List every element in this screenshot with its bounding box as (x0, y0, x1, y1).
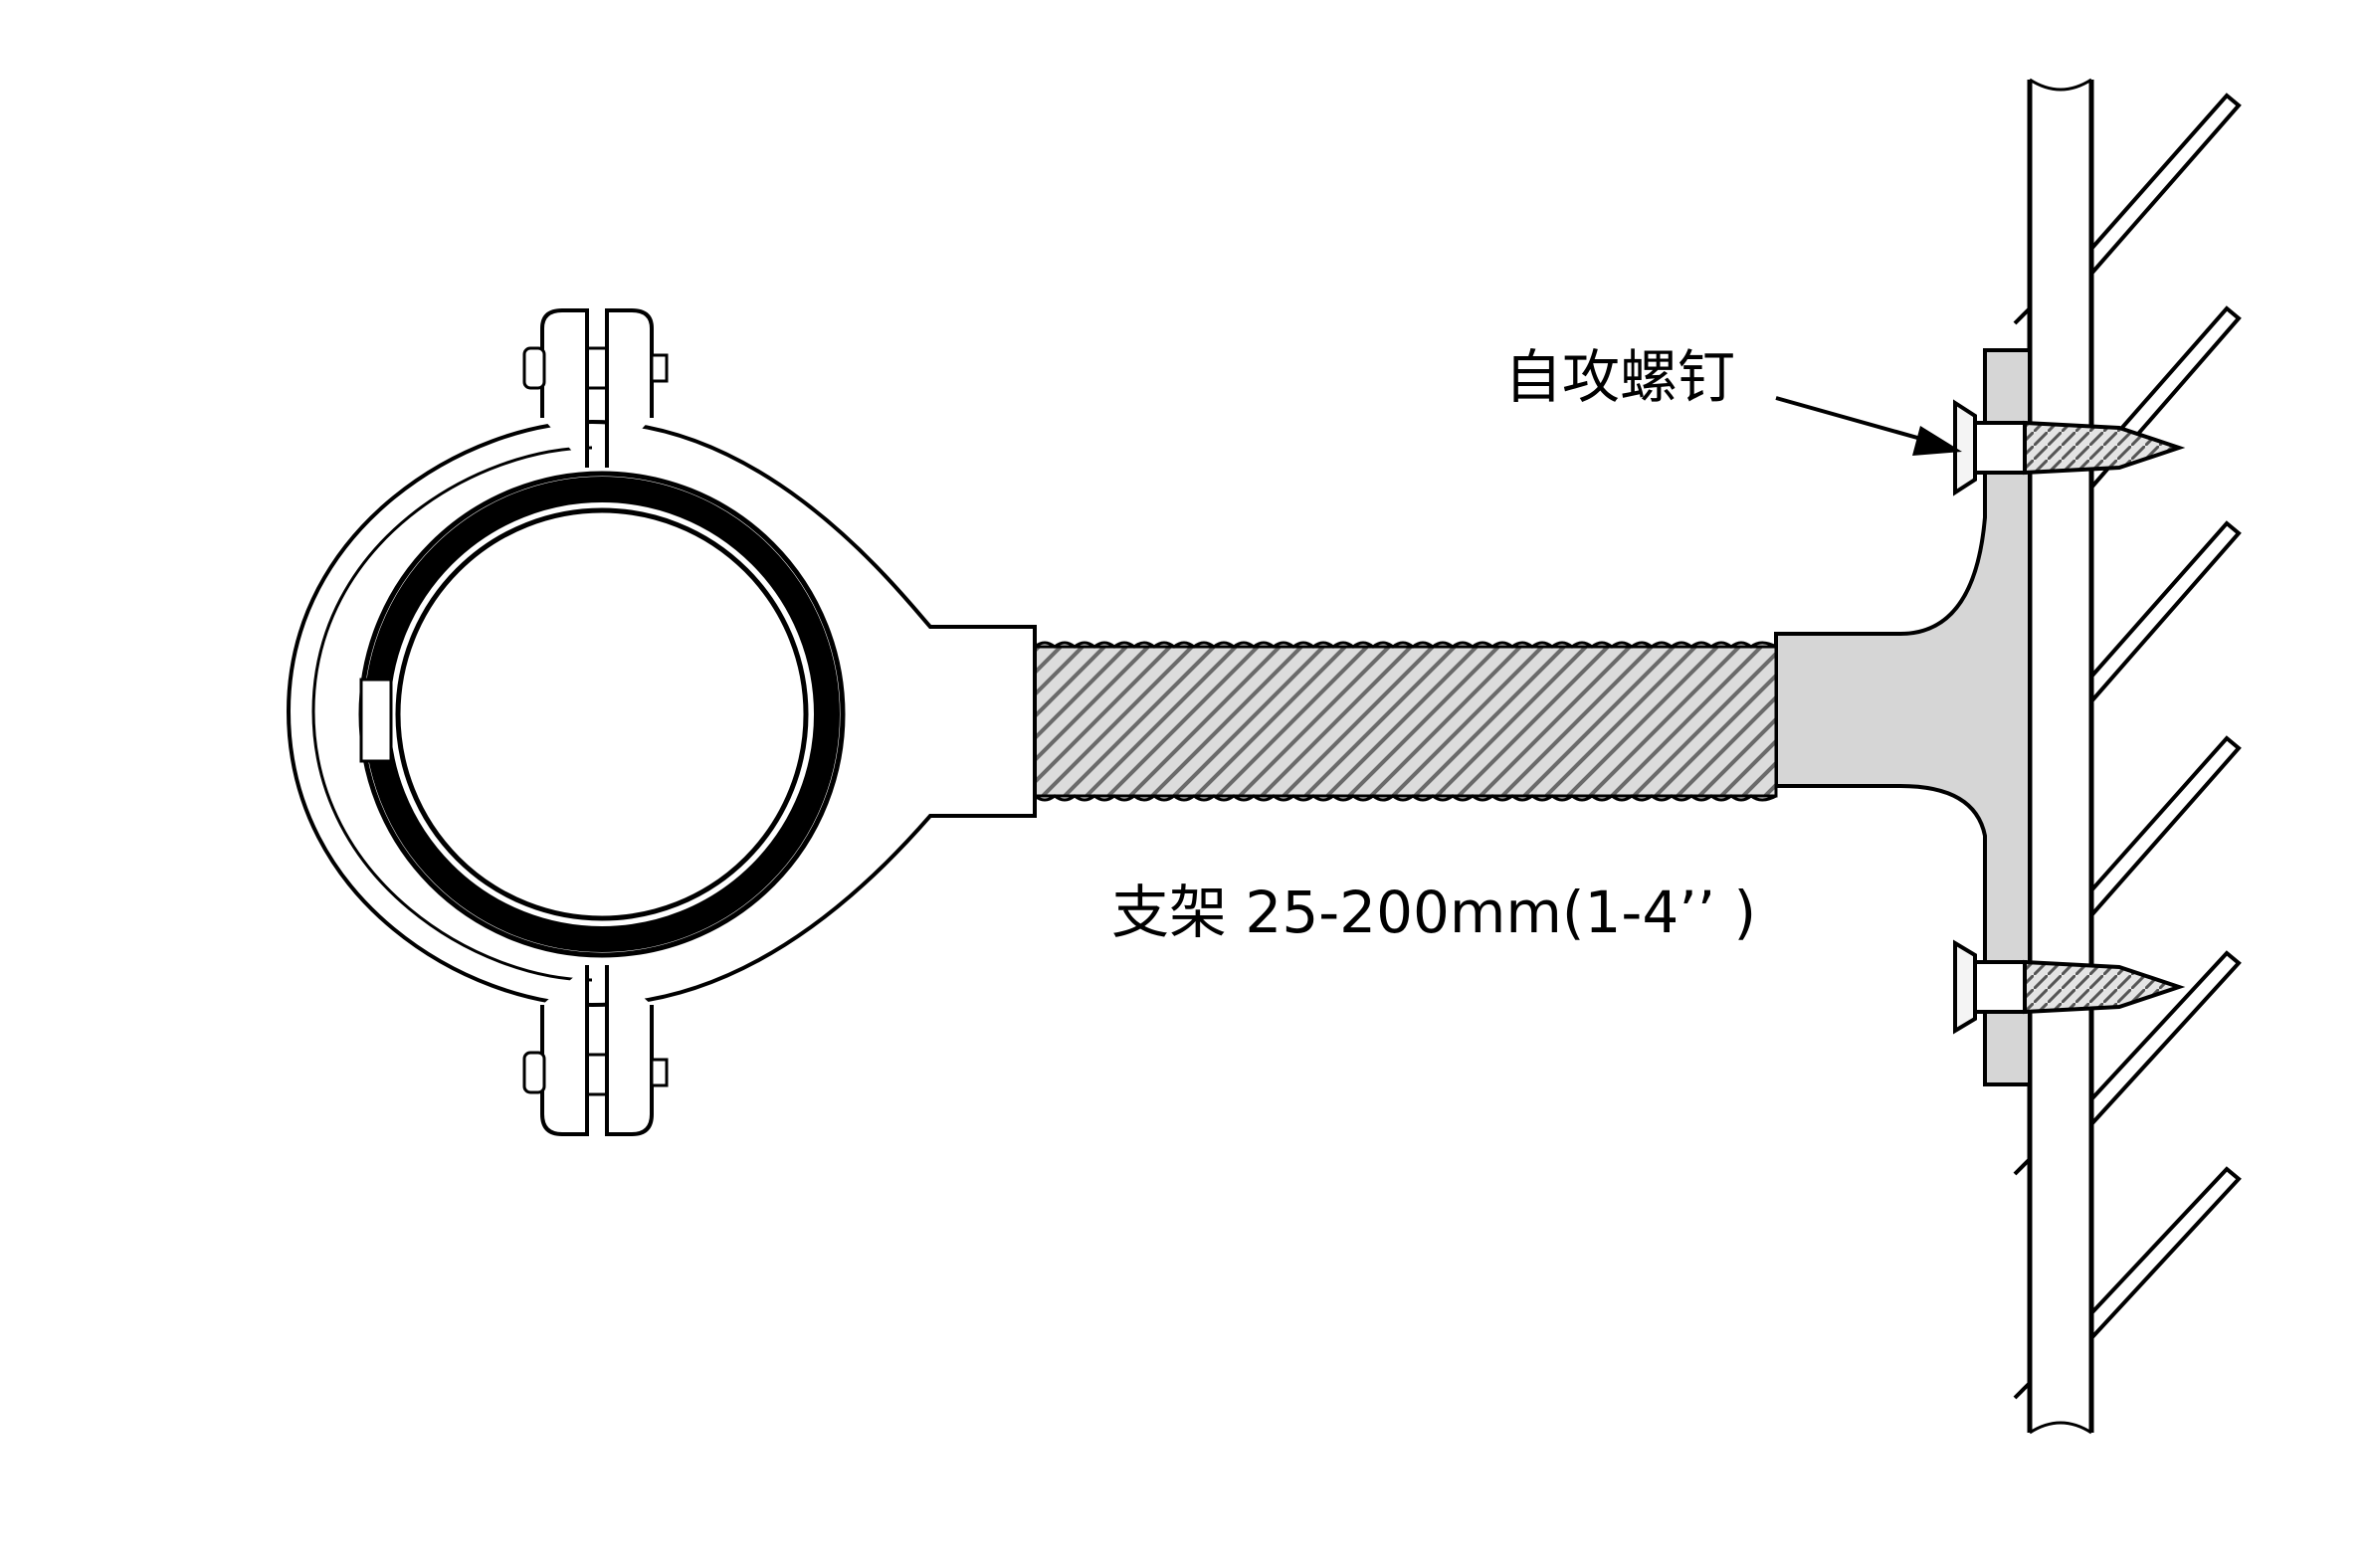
self-tapping-screw-bottom (1953, 939, 2186, 1035)
clamp-ear-bottom (522, 965, 669, 1136)
self-tapping-screw-label: 自攻螺钉 (1504, 343, 1736, 411)
screw-leader-arrow (1775, 396, 1962, 456)
wall (2027, 78, 2094, 1435)
wall-hatching (2013, 93, 2242, 1400)
clamp-ear-top (522, 308, 669, 468)
bracket-size-label: 支架 25-200mm(1-4’’ ) (1111, 879, 1757, 946)
pipe (395, 507, 809, 921)
self-tapping-screw-top (1953, 399, 2186, 496)
threaded-rod (1033, 641, 1778, 802)
